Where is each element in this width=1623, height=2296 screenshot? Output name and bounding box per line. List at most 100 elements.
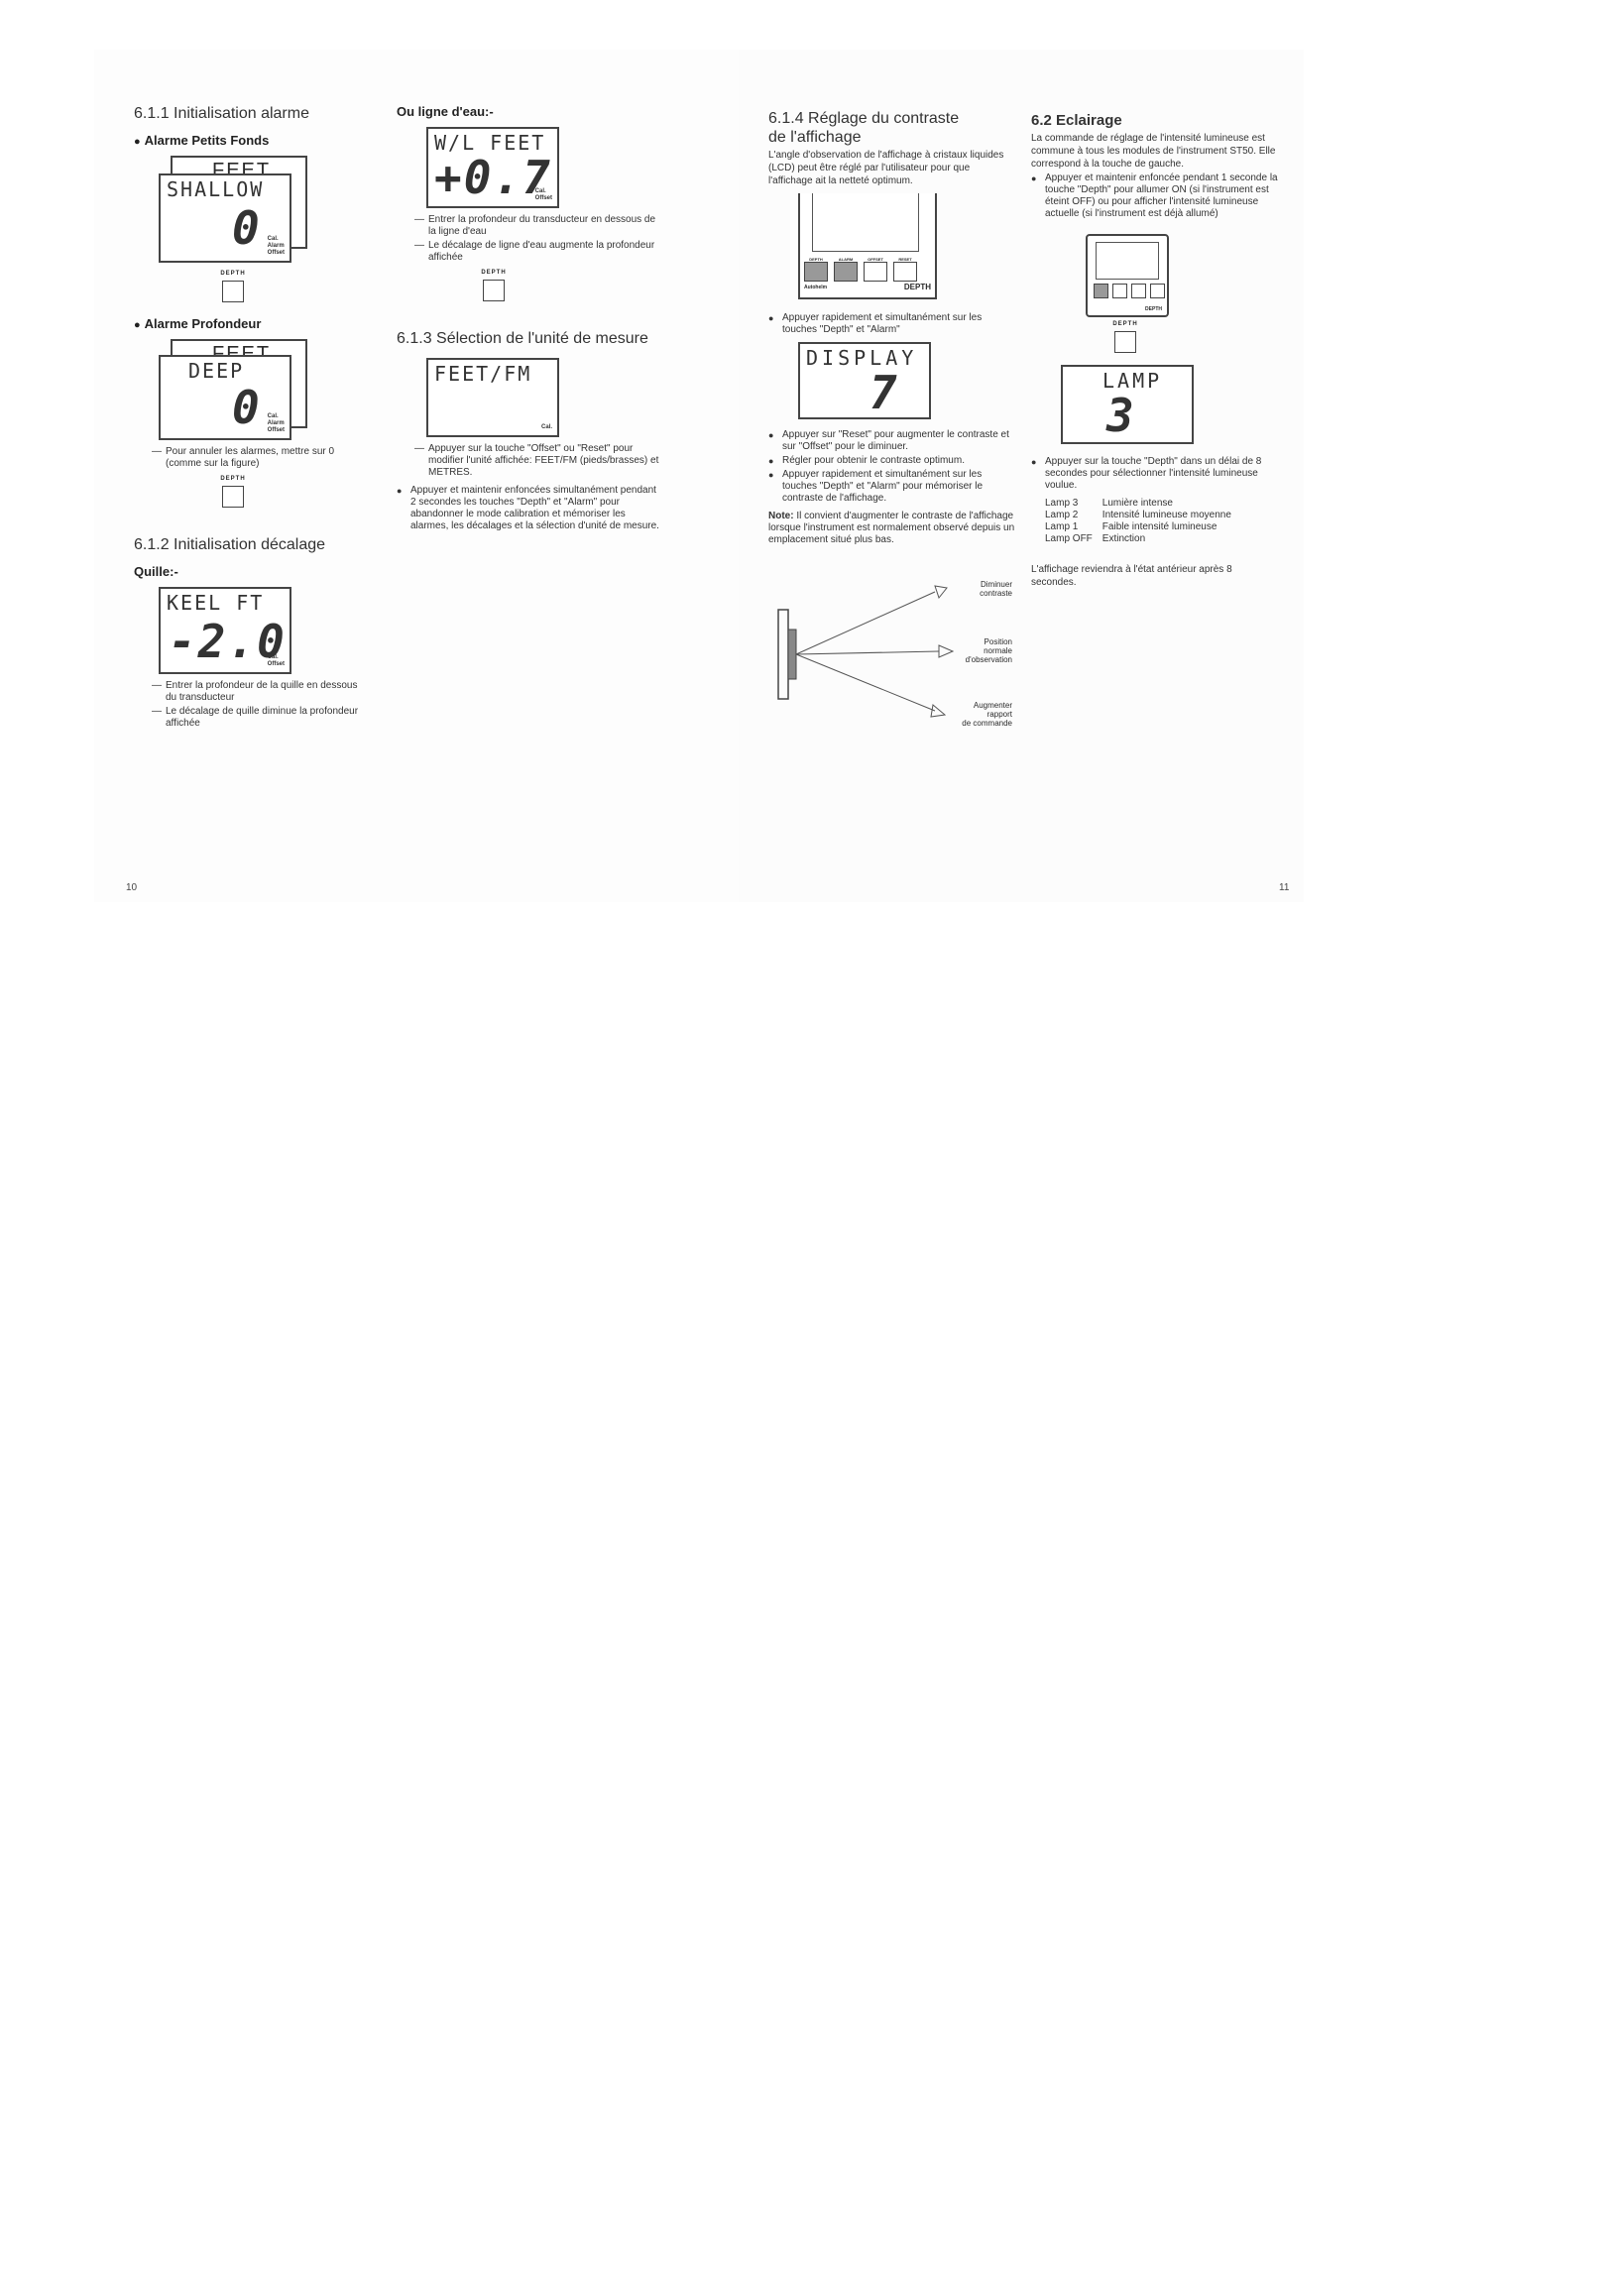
small-button-offset[interactable] (1131, 284, 1146, 298)
depth-key-label: DEPTH (220, 476, 246, 482)
label-normal-line1: Position (984, 637, 1012, 646)
lcd-shallow-stack: FEET SHALLOW 0 Cal. Alarm Offset (159, 156, 307, 267)
instrument-body (798, 193, 937, 299)
small-button-alarm[interactable] (1112, 284, 1127, 298)
lcd-deep-top: DEEP (188, 359, 245, 383)
eye-up-icon (934, 585, 948, 600)
lamp-desc: Lumière intense (1101, 498, 1173, 509)
depth-key-label: DEPTH (1112, 321, 1138, 327)
lcd-wl-value: +0.7 (434, 151, 552, 204)
lcd-small-cal: Cal. (267, 236, 279, 242)
label-increase-line3: de commande (962, 719, 1012, 728)
lighting-footer: L'affichage reviendra à l'état antérieur… (1031, 564, 1232, 588)
page-number-left: 10 (126, 882, 138, 893)
lcd-display-top: DISPLAY (806, 346, 918, 370)
lcd-small-cal: Cal. (534, 188, 546, 194)
eye-down-icon (930, 704, 947, 718)
lcd-shallow-small: Cal. Alarm Offset (268, 236, 285, 257)
keel-note-2: Le décalage de quille diminue la profond… (152, 706, 362, 730)
keel-heading: Quille:- (134, 564, 178, 579)
viewing-angle-svg (777, 585, 955, 718)
deep-alarm-heading: Alarme Profondeur (134, 316, 362, 331)
lcd-small-cal: Cal. (267, 413, 279, 419)
left-page: 6.1.1 Initialisation alarme Alarme Petit… (94, 50, 739, 902)
waterline-notes: Entrer la profondeur du transducteur en … (414, 214, 664, 264)
waterline-heading: Ou ligne d'eau:- (397, 104, 494, 119)
lighting-bullet-list-2: Appuyer sur la touche "Depth" dans un dé… (1031, 456, 1279, 492)
lighting-bullet-1: Appuyer et maintenir enfoncée pendant 1 … (1031, 172, 1279, 220)
units-note-1: Appuyer sur la touche "Offset" ou "Reset… (414, 443, 664, 479)
instrument-side (787, 629, 797, 680)
shallow-alarm-heading: Alarme Petits Fonds (134, 133, 362, 148)
lcd-keel: KEEL FT -2.0 Cal. Offset (159, 587, 291, 674)
lamp-level: Lamp 1 (1045, 521, 1079, 532)
depth-key-button[interactable] (222, 281, 244, 302)
lcd-waterline: W/L FEET +0.7 Cal. Offset (426, 127, 559, 208)
button-label: ALARM (838, 257, 854, 262)
instrument-brand: Autohelm (804, 285, 828, 290)
lcd-shallow: SHALLOW 0 Cal. Alarm Offset (159, 173, 291, 263)
instrument-name: DEPTH (903, 283, 931, 291)
lamp-row: Lamp 1 Faible intensité lumineuse (1045, 521, 1241, 533)
contrast-bullet-list-1: Appuyer rapidement et simultanément sur … (768, 312, 1016, 336)
units-bullets: Appuyer et maintenir enfoncées simultané… (397, 485, 664, 532)
right-page: 6.1.4 Réglage du contraste de l'affichag… (739, 50, 1304, 902)
deep-note-list: Pour annuler les alarmes, mettre sur 0 (… (152, 446, 362, 470)
contrast-intro: L'angle d'observation de l'affichage à c… (768, 150, 1004, 186)
depth-key-button[interactable] (222, 486, 244, 508)
section-6-1-2-title: 6.1.2 Initialisation décalage (134, 536, 326, 553)
depth-key-button[interactable] (483, 280, 505, 301)
depth-key-label: DEPTH (220, 271, 246, 277)
depth-key-group-4: DEPTH (1096, 321, 1155, 353)
contrast-bullet-3: Régler pour obtenir le contraste optimum… (768, 455, 1016, 467)
depth-key-button[interactable] (1114, 331, 1136, 353)
lamp-level: Lamp 2 (1045, 510, 1079, 520)
lcd-display-value: 7 (869, 366, 899, 419)
lcd-small-offset: Offset (267, 250, 285, 256)
instrument-button-depth[interactable]: DEPTH (804, 257, 828, 282)
eye-mid-icon (938, 644, 955, 658)
lcd-lamp-top: LAMP (1102, 369, 1163, 393)
note-label: Note: (768, 511, 794, 521)
lcd-keel-value: -2.0 (169, 615, 287, 668)
small-button-reset[interactable] (1150, 284, 1165, 298)
contrast-note: Note: Il convient d'augmenter le contras… (768, 511, 1016, 546)
instrument-buttons: DEPTH ALARM OFFSET RESET (804, 257, 917, 282)
lcd-units: FEET/FM Cal. (426, 358, 559, 437)
page-number-right: 11 (1279, 882, 1290, 893)
lcd-wl-small: Cal. Offset (535, 188, 552, 202)
button-face (893, 262, 917, 282)
lcd-small-offset: Offset (534, 195, 552, 201)
label-decrease-line2: contraste (980, 589, 1012, 598)
instrument-button-reset[interactable]: RESET (893, 257, 917, 282)
lcd-units-small: Cal. (541, 424, 552, 431)
lamp-desc: Faible intensité lumineuse (1101, 521, 1217, 532)
instrument-button-alarm[interactable]: ALARM (834, 257, 858, 282)
section-6-1-1-title: 6.1.1 Initialisation alarme (134, 105, 309, 122)
lcd-deep-stack: FEET DEEP 0 Cal. Alarm Offset (159, 339, 307, 440)
viewing-angle-diagram: Diminuer contraste Position normale d'ob… (768, 570, 1026, 739)
instrument-screen (812, 193, 919, 252)
section-6-1-4-title-line1: 6.1.4 Réglage du contraste (768, 110, 960, 127)
lcd-keel-small: Cal. Offset (268, 654, 285, 668)
button-face (834, 262, 858, 282)
depth-key-label: DEPTH (481, 270, 507, 276)
instrument-illustration: DEPTH ALARM OFFSET RESET Autohelm DEPTH (798, 193, 937, 302)
instrument-small-screen (1096, 242, 1159, 280)
label-decrease: Diminuer contraste (953, 580, 1012, 598)
right-column-2: 6.2 Eclairage La commande de réglage de … (1031, 111, 1279, 589)
units-bullet-1: Appuyer et maintenir enfoncées simultané… (397, 485, 664, 532)
instrument-button-offset[interactable]: OFFSET (864, 257, 887, 282)
contrast-bullet-4: Appuyer rapidement et simultanément sur … (768, 469, 1016, 505)
label-decrease-line1: Diminuer (980, 580, 1012, 589)
line-down (795, 653, 936, 712)
lighting-bullet-list-1: Appuyer et maintenir enfoncée pendant 1 … (1031, 172, 1279, 220)
waterline-note-2: Le décalage de ligne d'eau augmente la p… (414, 240, 664, 264)
lcd-lamp-value: 3 (1106, 389, 1136, 442)
label-normal-line2: normale (984, 646, 1012, 655)
small-button-depth[interactable] (1094, 284, 1108, 298)
